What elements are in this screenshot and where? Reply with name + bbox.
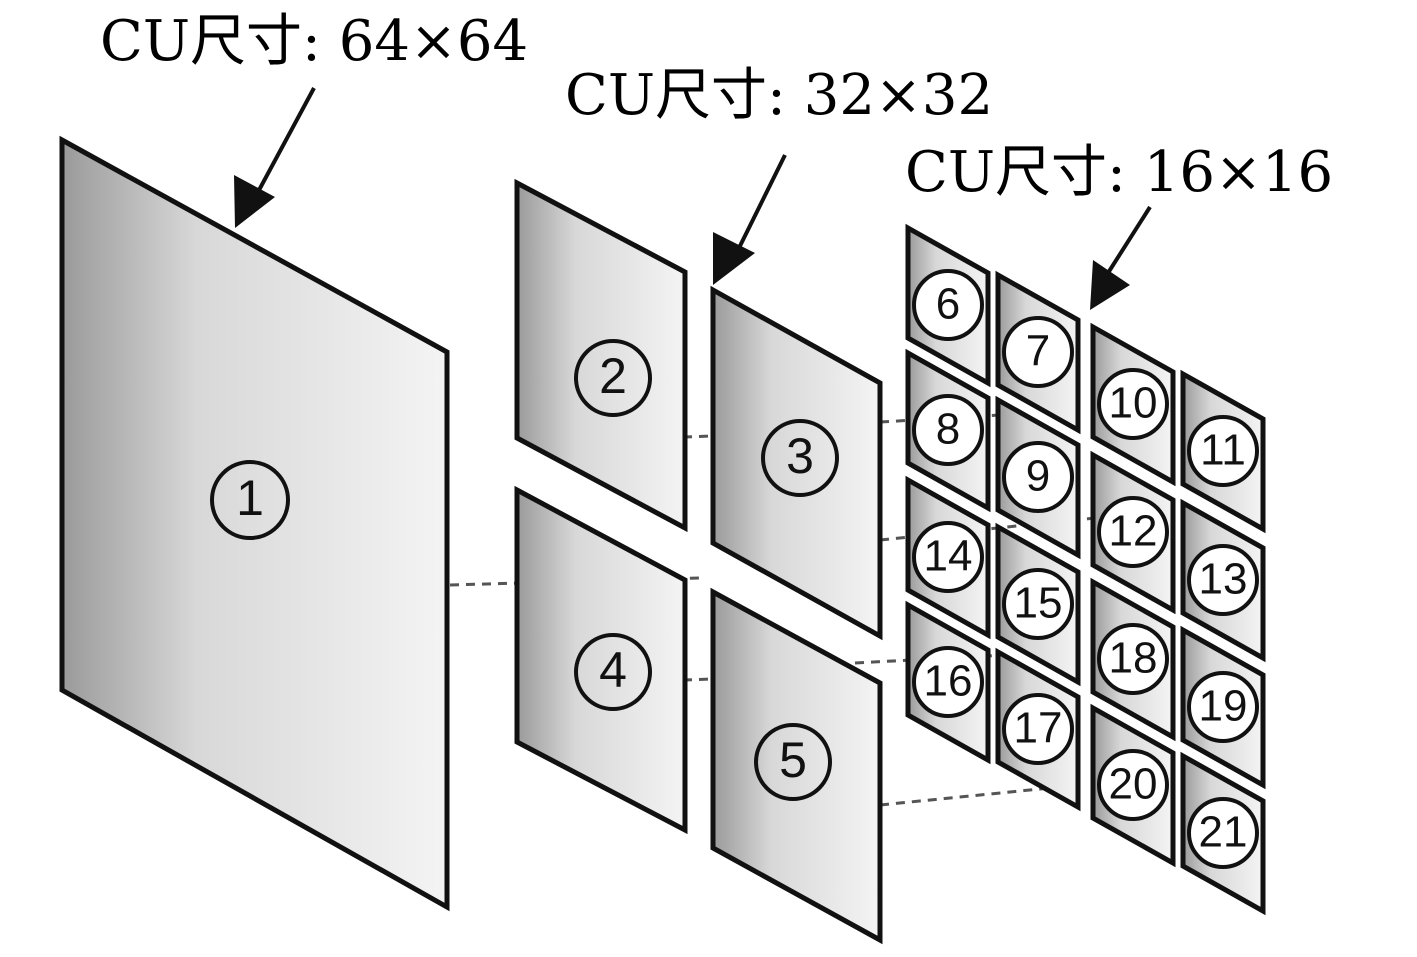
cu-64-block [59,135,450,912]
node-label: 6 [936,280,960,329]
connector-2-3 [682,434,714,439]
node-circle [1187,671,1259,743]
node-label: 17 [1014,704,1063,753]
cu-16-panels: 6 7 8 9 10 11 12 13 14 15 16 17 18 19 20 21 [905,223,1266,916]
arrow-cu-16 [1106,205,1152,275]
node-circle [1002,568,1074,640]
node-circle [912,646,984,718]
node-circle [1002,441,1074,513]
node-circle [1097,623,1169,695]
node-label: 7 [1026,327,1050,376]
node-label: 11 [1200,426,1246,475]
label-cu-64: CU尺寸: 64×64 [100,9,529,74]
arrow-cu-64 [256,87,316,193]
node-label: 5 [779,732,807,788]
node-label: 16 [924,657,973,706]
node-circle [1187,797,1259,869]
node-circle [1002,693,1074,765]
node-circle [761,419,839,497]
cu-32-panels: 2 3 4 5 [514,178,883,945]
node-label: 9 [1026,452,1050,501]
node-label: 15 [1014,579,1063,628]
node-label: 13 [1199,555,1248,604]
arrow-head-cu-32 [713,232,755,285]
node-circle [912,521,984,593]
node-label: 18 [1109,634,1158,683]
node-circle [1097,368,1169,440]
node-label: 19 [1199,682,1248,731]
cu-64-panel: 1 [59,135,450,912]
arrow-head-cu-16 [1090,260,1130,310]
node-circle [574,339,652,417]
cu-32-block-5 [710,587,883,945]
node-label: 3 [786,428,814,484]
callout-arrows [234,87,1152,310]
label-cu-16: CU尺寸: 16×16 [905,140,1334,205]
label-cu-32: CU尺寸: 32×32 [565,63,994,128]
node-circle [912,394,984,466]
node-circle [210,460,290,540]
node-label: 21 [1199,808,1248,857]
node-label: 2 [599,348,627,404]
node-label: 10 [1109,379,1158,428]
cu-32-block-4 [514,485,688,835]
node-circle [1002,316,1074,388]
connector-4-5 [682,677,714,682]
node-circle [1097,496,1169,568]
arrow-head-cu-64 [234,175,275,228]
node-label: 14 [924,532,973,581]
node-label: 20 [1109,760,1158,809]
node-label: 1 [236,470,264,526]
node-label: 4 [599,642,627,698]
node-circle [1097,749,1169,821]
node-circle [1187,415,1259,487]
cu-32-block-2 [514,178,688,533]
node-circle [574,633,652,711]
node-circle [912,269,984,341]
node-circle [754,723,832,801]
node-circle [1187,544,1259,616]
arrow-cu-32 [736,154,787,251]
cu-32-block-3 [710,285,883,641]
node-label: 12 [1109,507,1158,556]
node-label: 8 [936,405,960,454]
